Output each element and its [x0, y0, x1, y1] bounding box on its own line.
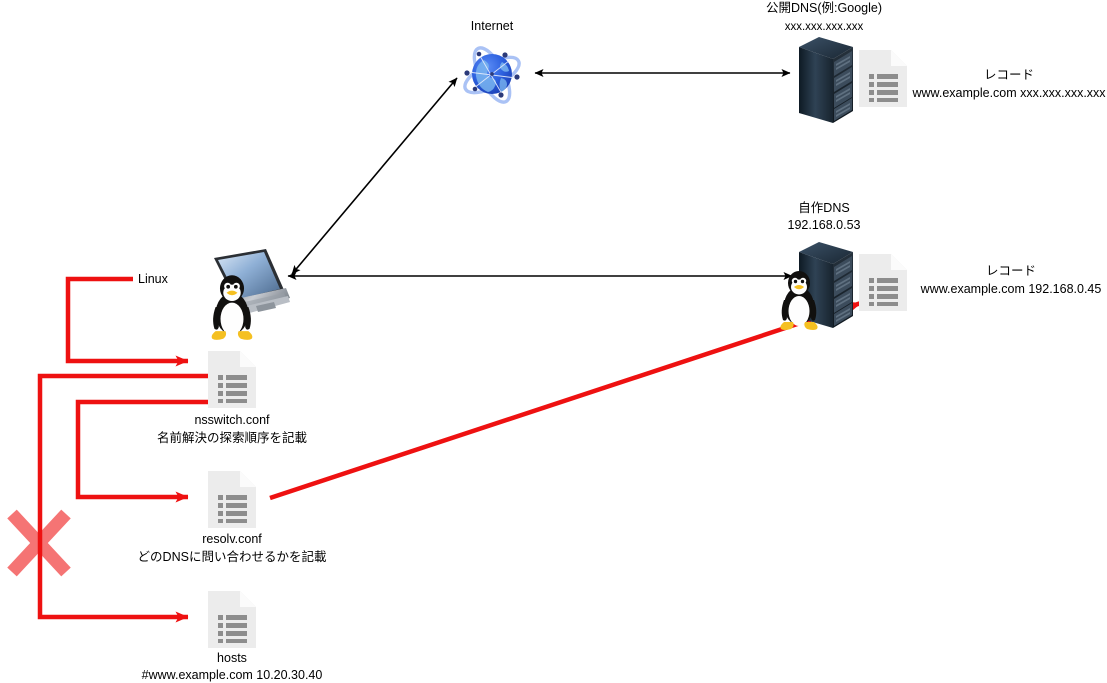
red-x-mark	[7, 509, 71, 577]
public-dns-record-line2: www.example.com xxx.xxx.xxx.xxx	[912, 86, 1106, 100]
public-dns-node[interactable]	[795, 35, 857, 132]
public-dns-label-line1: 公開DNS(例:Google)	[766, 1, 882, 15]
tux-penguin-icon	[780, 271, 818, 330]
public-dns-record-line1: レコード	[983, 68, 1035, 82]
own-dns-label-line1: 自作DNS	[798, 201, 850, 215]
document-icon	[859, 254, 907, 311]
file-hosts-name: hosts	[217, 651, 247, 665]
connector-resolv-to-own-dns	[269, 300, 862, 501]
document-icon	[859, 50, 907, 107]
own-dns-os-badge	[778, 268, 820, 337]
tux-penguin-icon	[211, 275, 253, 340]
globe-icon	[463, 46, 521, 104]
own-dns-record-line1: レコード	[985, 264, 1037, 278]
document-icon	[208, 471, 256, 528]
document-icon	[208, 351, 256, 408]
file-resolv-name: resolv.conf	[202, 532, 262, 546]
file-hosts-description: #www.example.com 10.20.30.40	[141, 668, 323, 682]
file-resolv-description: どのDNSに問い合わせるかを記載	[137, 550, 327, 564]
connector-client-to-nsswitch	[65, 276, 189, 367]
public-dns-label-line2: xxx.xxx.xxx.xxx	[784, 21, 864, 33]
file-hosts-icon-wrap[interactable]	[206, 590, 258, 655]
internet-node[interactable]	[458, 42, 526, 113]
document-icon	[208, 591, 256, 648]
client-label: Linux	[138, 272, 168, 286]
own-dns-label-line2: 192.168.0.53	[787, 218, 861, 232]
own-dns-record-line2: www.example.com 192.168.0.45	[920, 282, 1102, 296]
public-dns-record-doc[interactable]	[857, 49, 909, 114]
own-dns-record-doc[interactable]	[857, 253, 909, 318]
internet-label: Internet	[470, 19, 514, 33]
connector-client-internet	[291, 77, 458, 275]
file-nsswitch-icon-wrap[interactable]	[206, 350, 258, 415]
file-nsswitch-name: nsswitch.conf	[194, 413, 270, 427]
server-rack-icon	[799, 37, 853, 123]
file-nsswitch-description: 名前解決の探索順序を記載	[156, 431, 308, 445]
connector-nsswitch-to-hosts	[37, 373, 210, 623]
client-os-badge	[206, 272, 258, 347]
connector-nsswitch-to-resolv	[75, 399, 210, 503]
file-resolv-icon-wrap[interactable]	[206, 470, 258, 535]
